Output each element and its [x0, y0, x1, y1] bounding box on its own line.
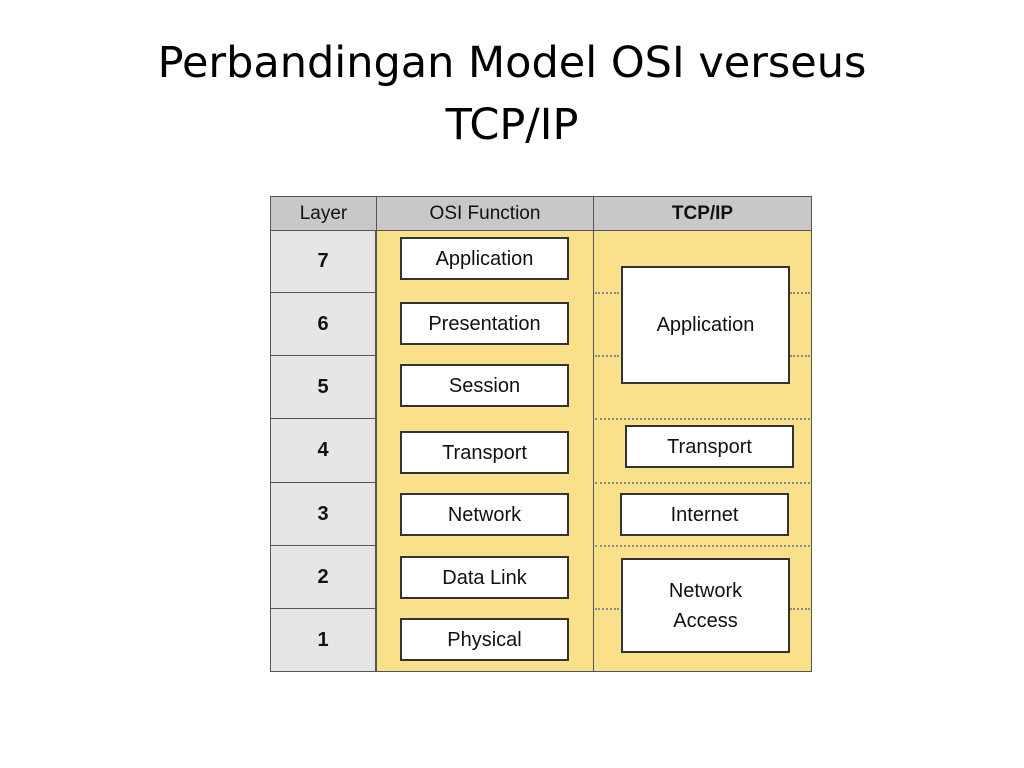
separator-dots	[595, 355, 619, 357]
separator-dots	[790, 355, 810, 357]
separator-dots	[595, 545, 810, 547]
network-access-line-1: Network	[668, 579, 743, 602]
header-layer: Layer	[270, 196, 377, 231]
separator-dots	[790, 608, 810, 610]
layer-number-4: 4	[270, 418, 376, 483]
osi-network-box: Network	[400, 493, 569, 536]
tcpip-application-box: Application	[621, 266, 790, 384]
separator-dots	[595, 418, 810, 420]
slide-title: Perbandingan Model OSI verseus TCP/IP	[0, 32, 1024, 156]
title-line-2: TCP/IP	[445, 100, 579, 150]
separator-dots	[595, 482, 810, 484]
title-line-1: Perbandingan Model OSI verseus	[157, 38, 867, 88]
osi-transport-box: Transport	[400, 431, 569, 474]
network-access-line-2: Access	[673, 609, 738, 632]
separator-dots	[595, 292, 619, 294]
layer-number-3: 3	[270, 482, 376, 546]
separator-dots	[790, 292, 810, 294]
tcpip-transport-box: Transport	[625, 425, 794, 468]
osi-session-box: Session	[400, 364, 569, 407]
osi-application-box: Application	[400, 237, 569, 280]
tcpip-network-access-box: Network Access	[621, 558, 790, 653]
header-osi-function: OSI Function	[376, 196, 594, 231]
osi-tcpip-comparison-diagram: Layer OSI Function TCP/IP 7 6 5 4 3 2 1 …	[270, 196, 812, 672]
layer-number-7: 7	[270, 230, 376, 293]
header-tcpip: TCP/IP	[593, 196, 812, 231]
layer-number-2: 2	[270, 545, 376, 609]
osi-physical-box: Physical	[400, 618, 569, 661]
layer-number-1: 1	[270, 608, 376, 672]
tcpip-internet-box: Internet	[620, 493, 789, 536]
layer-number-6: 6	[270, 292, 376, 356]
separator-dots	[595, 608, 619, 610]
osi-presentation-box: Presentation	[400, 302, 569, 345]
layer-number-5: 5	[270, 355, 376, 419]
osi-data-link-box: Data Link	[400, 556, 569, 599]
